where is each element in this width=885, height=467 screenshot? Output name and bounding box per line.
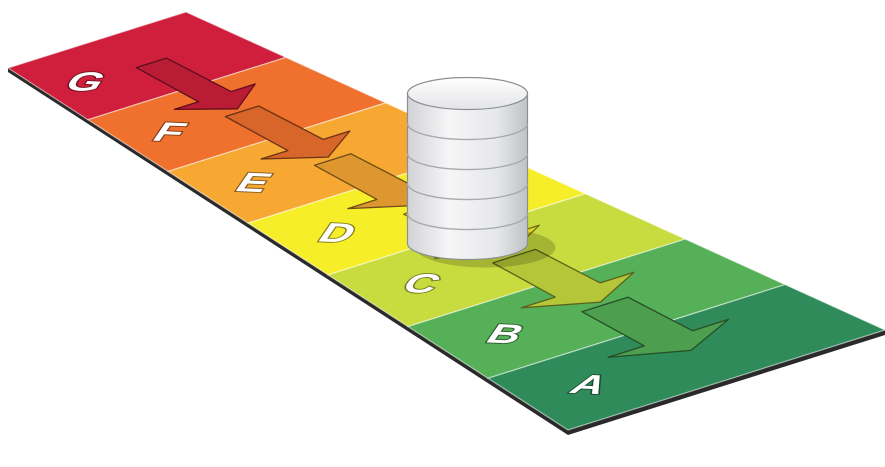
building-body — [407, 94, 527, 260]
building-roof — [407, 78, 527, 110]
